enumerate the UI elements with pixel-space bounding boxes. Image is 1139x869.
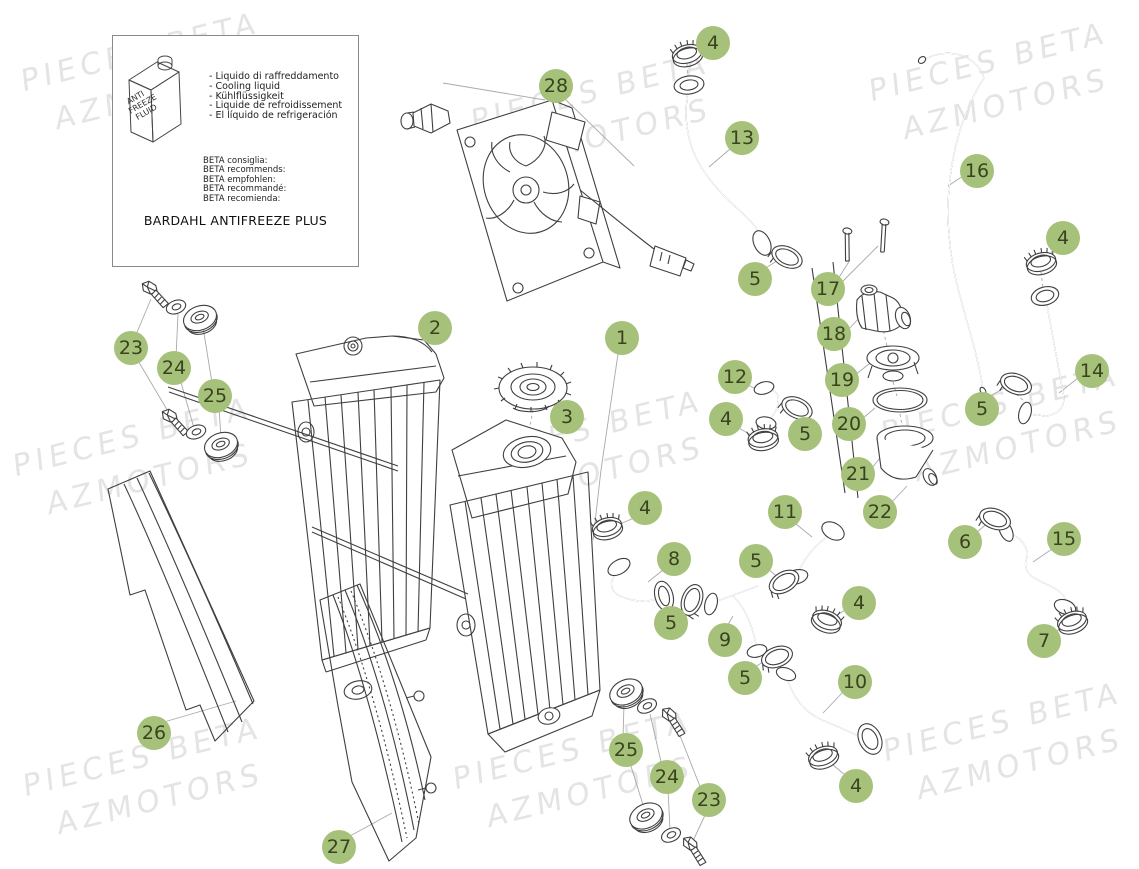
left-radiator xyxy=(167,335,469,700)
thermostat-assembly xyxy=(811,217,938,499)
right-radiator xyxy=(449,419,601,753)
elbow-hose-12 xyxy=(753,381,780,430)
recommendation: BETA empfohlen: xyxy=(203,174,276,185)
overflow-hose-16 xyxy=(917,52,987,396)
fan-switch-sensor xyxy=(400,103,451,134)
coolant-names: - Liquido di raffreddamento- Cooling liq… xyxy=(209,72,342,121)
beta-recommendations: BETA consiglia:BETA recommends:BETA empf… xyxy=(203,156,287,204)
coolant-name: - Liquido di raffreddamento xyxy=(209,71,339,82)
recommendation: BETA consiglia: xyxy=(203,156,268,166)
radiator-guard xyxy=(319,583,437,862)
radiator-hose-13 xyxy=(673,75,772,256)
worm-clamps-4 xyxy=(588,36,1060,774)
hose-10 xyxy=(775,666,883,755)
tee-hose-9 xyxy=(703,585,768,658)
recommended-product: BARDAHL ANTIFREEZE PLUS xyxy=(143,213,328,228)
elbow-hose-8 xyxy=(607,557,675,612)
radiator-cap xyxy=(493,362,572,413)
coolant-name: - Liquide de refroidissement xyxy=(209,100,343,112)
mount-hardware-left xyxy=(136,278,243,467)
recommendation: BETA recommandé: xyxy=(203,184,287,195)
water-pipe-14 xyxy=(1017,286,1065,425)
antifreeze-bottle-illustration: ANTI FREEZE FLUID xyxy=(125,55,182,143)
coolant-name: - Kühlflüssigkeit xyxy=(209,90,284,102)
mount-hardware-bottom xyxy=(604,673,714,868)
leader-lines xyxy=(134,47,1079,844)
louver-panel xyxy=(107,470,255,742)
recommendation: BETA recommends: xyxy=(203,165,286,176)
band-clamps-5 xyxy=(676,239,1036,675)
hose-15 xyxy=(998,520,1077,616)
cooling-fan-assembly xyxy=(456,99,695,302)
coolant-name: - Cooling liquid xyxy=(209,80,281,92)
antifreeze-info-box: ANTI FREEZE FLUID - Liquido di raffredda… xyxy=(112,35,359,267)
recommendation: BETA recomienda: xyxy=(203,193,281,204)
coolant-name: - El líquido de refrigeración xyxy=(209,110,338,122)
